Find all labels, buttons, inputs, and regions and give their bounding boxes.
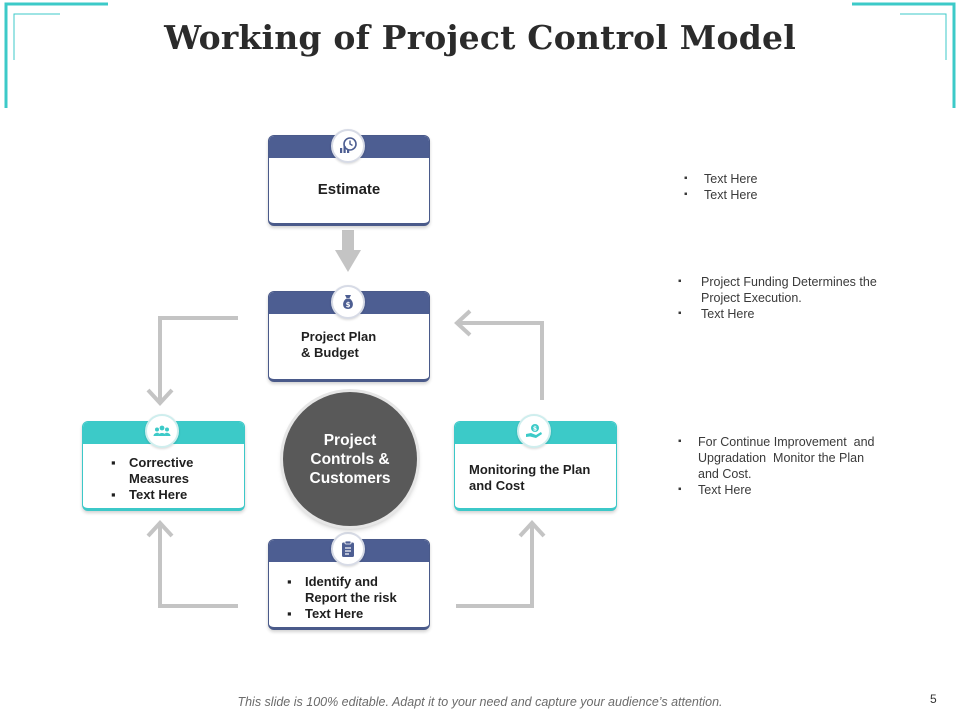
side-note-1: Text Here Text Here — [684, 171, 884, 203]
monitoring-line2: and Cost — [469, 478, 525, 493]
project-plan-line1: Project Plan — [301, 329, 377, 344]
side-note-1-item-1: Text Here — [684, 171, 884, 187]
side-note-3: For Continue Improvement and Upgradation… — [678, 434, 888, 498]
center-line3: Customers — [309, 469, 391, 487]
arrow-estimate-to-plan — [335, 230, 361, 272]
slide-title: Working of Project Control Model — [164, 18, 796, 57]
page-number: 5 — [930, 692, 937, 706]
center-line1: Project — [323, 431, 377, 449]
arrow-monitoring-to-plan — [458, 321, 544, 400]
people-group-icon — [145, 414, 179, 448]
corrective-list: Corrective Measures Text Here — [111, 455, 236, 503]
arrow-plan-to-corrective — [158, 316, 238, 402]
side-note-2-item-1: Project Funding Determines the Project E… — [678, 274, 878, 306]
project-plan-line2: & Budget — [301, 345, 359, 360]
top-right-corner-decoration — [852, 2, 956, 108]
monitoring-line1: Monitoring the Plan — [469, 462, 591, 477]
hand-coin-icon: $ — [517, 414, 551, 448]
side-note-3-item-1: For Continue Improvement and Upgradation… — [678, 434, 888, 482]
monitoring-label: Monitoring the Plan and Cost — [469, 462, 590, 494]
arrow-risk-to-corrective — [158, 524, 238, 608]
money-bag-icon: $ — [331, 285, 365, 319]
risk-list: Identify and Report the risk Text Here — [287, 574, 417, 622]
corrective-item-2: Text Here — [111, 487, 236, 503]
top-left-corner-decoration — [4, 2, 108, 108]
risk-item-2: Text Here — [287, 606, 417, 622]
clipboard-icon — [331, 532, 365, 566]
side-note-1-item-2: Text Here — [684, 187, 884, 203]
side-note-2-item-2: Text Here — [678, 306, 878, 322]
estimate-label: Estimate — [317, 181, 381, 198]
center-line2: Controls & — [310, 450, 390, 468]
risk-item-1: Identify and Report the risk — [287, 574, 417, 606]
corrective-item-1: Corrective Measures — [111, 455, 236, 487]
project-plan-label: Project Plan & Budget — [301, 329, 376, 361]
arrow-risk-to-monitoring — [456, 524, 534, 608]
center-circle: Project Controls & Customers — [283, 392, 417, 526]
chart-clock-icon — [331, 129, 365, 163]
svg-text:$: $ — [533, 426, 537, 433]
footer-note: This slide is 100% editable. Adapt it to… — [237, 695, 723, 709]
svg-text:$: $ — [346, 301, 351, 309]
side-note-3-item-2: Text Here — [678, 482, 888, 498]
side-note-2: Project Funding Determines the Project E… — [678, 274, 878, 322]
